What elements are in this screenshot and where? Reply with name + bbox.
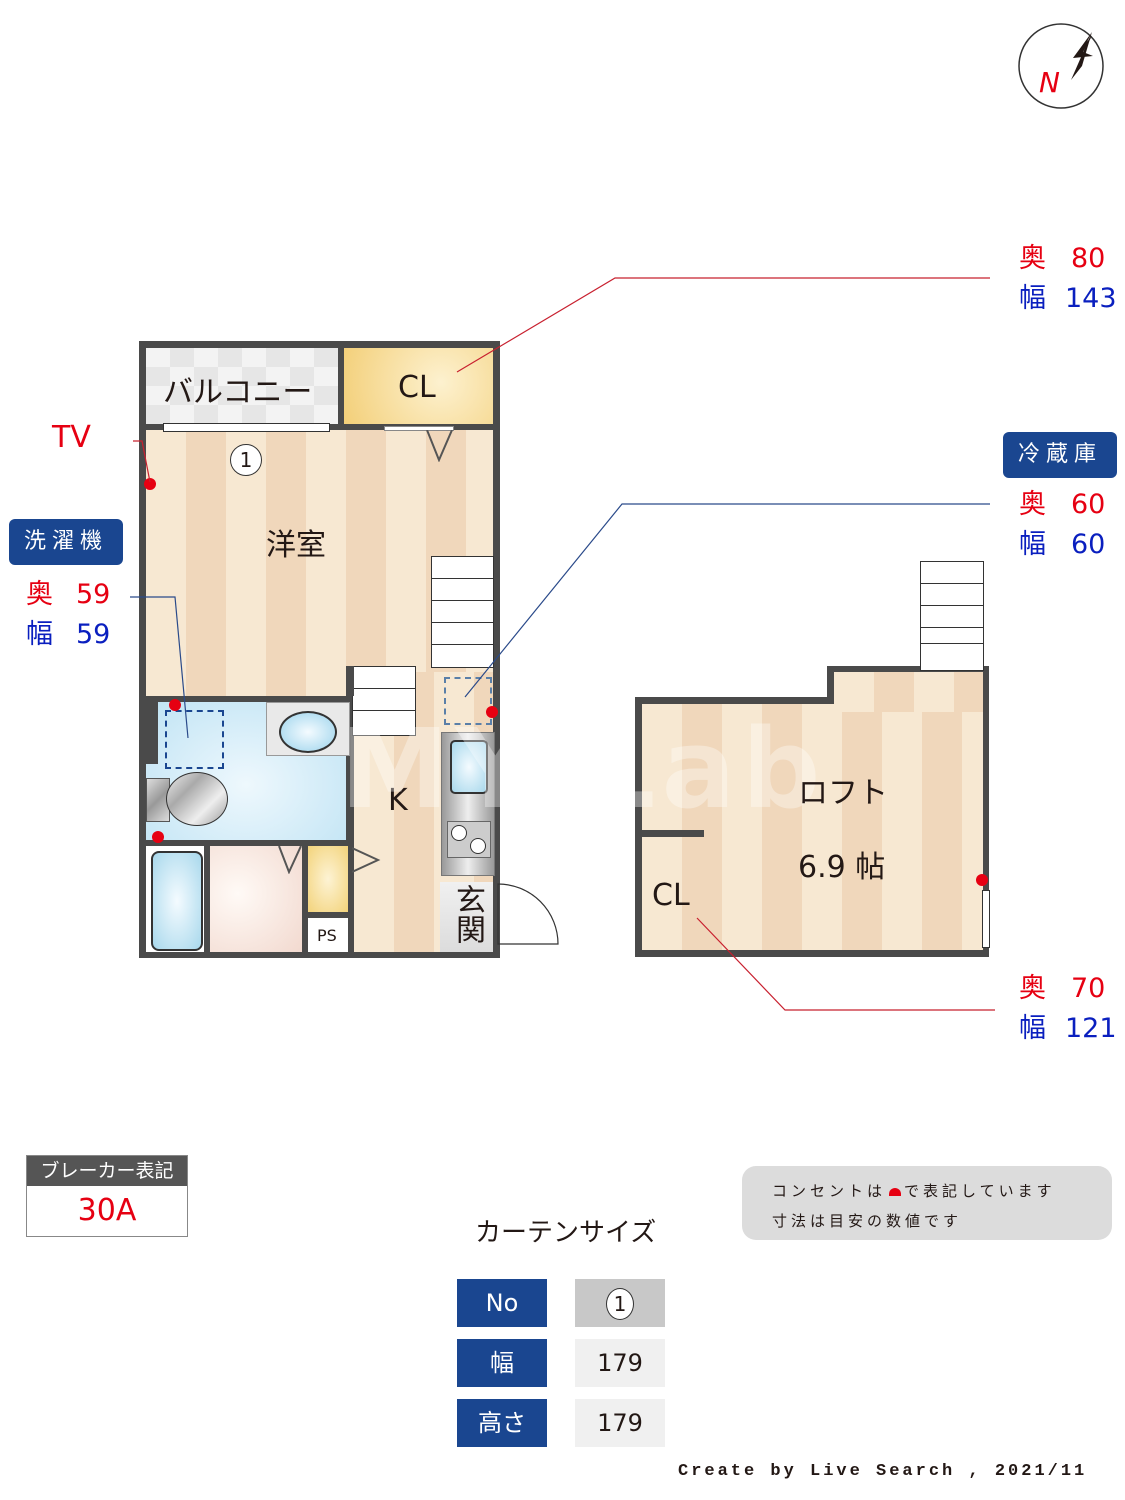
curtain-marker: 1	[230, 444, 262, 476]
balcony-window	[163, 423, 330, 432]
curtain-value-height: 179	[575, 1399, 665, 1447]
legend-line1-pre: コンセントは	[772, 1182, 887, 1200]
loft-area	[642, 704, 983, 950]
kitchen-label: K	[388, 783, 408, 818]
curtain-value-width: 179	[575, 1339, 665, 1387]
compass: N	[1017, 22, 1105, 110]
stairs	[920, 643, 984, 671]
breaker-value: 30A	[77, 1193, 137, 1228]
entrance-label: 玄関	[450, 884, 485, 944]
bathtub-icon	[151, 851, 203, 951]
outlet-tv	[144, 478, 156, 490]
toilet-bowl-icon	[166, 772, 228, 826]
compass-needle-icon	[1018, 23, 1104, 109]
compass-north-label: N	[1039, 66, 1060, 99]
stove-icon	[447, 821, 491, 858]
breaker-title: ブレーカー表記	[27, 1156, 187, 1186]
door-swing-icon	[426, 430, 453, 462]
sink-basin-icon	[279, 711, 337, 753]
storage-closet	[308, 846, 348, 912]
footer-credit: Create by Live Search , 2021/11	[678, 1462, 1088, 1481]
entrance-area	[440, 882, 493, 952]
loft-area	[834, 672, 983, 712]
curtain-header-height: 高さ	[457, 1399, 547, 1447]
stairs	[352, 666, 416, 736]
top-closet-area	[344, 348, 493, 424]
curtain-value-no: 1	[575, 1279, 665, 1327]
outlet-symbol-icon	[889, 1188, 902, 1196]
balcony-label: バルコニー	[163, 375, 313, 410]
curtain-header-no: No	[457, 1279, 547, 1327]
wall	[642, 830, 704, 837]
kitchen-sink-icon	[450, 740, 488, 794]
entrance-door-icon	[497, 883, 559, 945]
closet-door	[384, 426, 454, 431]
refrigerator-tag: 冷蔵庫	[1003, 432, 1117, 478]
western-room-label: 洋室	[266, 528, 326, 563]
legend-line1-post: で表記しています	[904, 1182, 1056, 1200]
legend-note: コンセントはで表記しています 寸法は目安の数値です	[742, 1166, 1112, 1240]
loft-label: ロフト	[798, 776, 888, 811]
loft-size-label: 6.9 帖	[798, 850, 886, 885]
door-swing-icon	[352, 847, 381, 873]
balcony-area	[146, 348, 338, 424]
ps-area	[308, 918, 348, 952]
top-closet-label: CL	[398, 370, 436, 405]
outlet-loft	[976, 874, 988, 886]
wall	[146, 702, 158, 764]
loft-closet-label: CL	[652, 878, 690, 913]
loft-window	[982, 890, 990, 948]
wall	[346, 666, 354, 696]
refrigerator-space	[444, 677, 492, 725]
tv-label: TV	[52, 420, 91, 455]
outlet-washer	[169, 699, 181, 711]
door-swing-icon	[278, 846, 302, 874]
washing-machine-space	[165, 710, 224, 769]
breaker-box: ブレーカー表記 30A	[26, 1155, 188, 1237]
outlet-fridge	[486, 706, 498, 718]
watermark: MY Lab	[340, 705, 827, 833]
ps-label: PS	[317, 926, 337, 945]
curtain-header-width: 幅	[457, 1339, 547, 1387]
curtain-title: カーテンサイズ	[475, 1218, 657, 1248]
stairs	[431, 556, 494, 668]
washing-machine-tag: 洗濯機	[9, 519, 123, 565]
legend-line2: 寸法は目安の数値です	[772, 1212, 963, 1230]
outlet-toilet	[152, 831, 164, 843]
